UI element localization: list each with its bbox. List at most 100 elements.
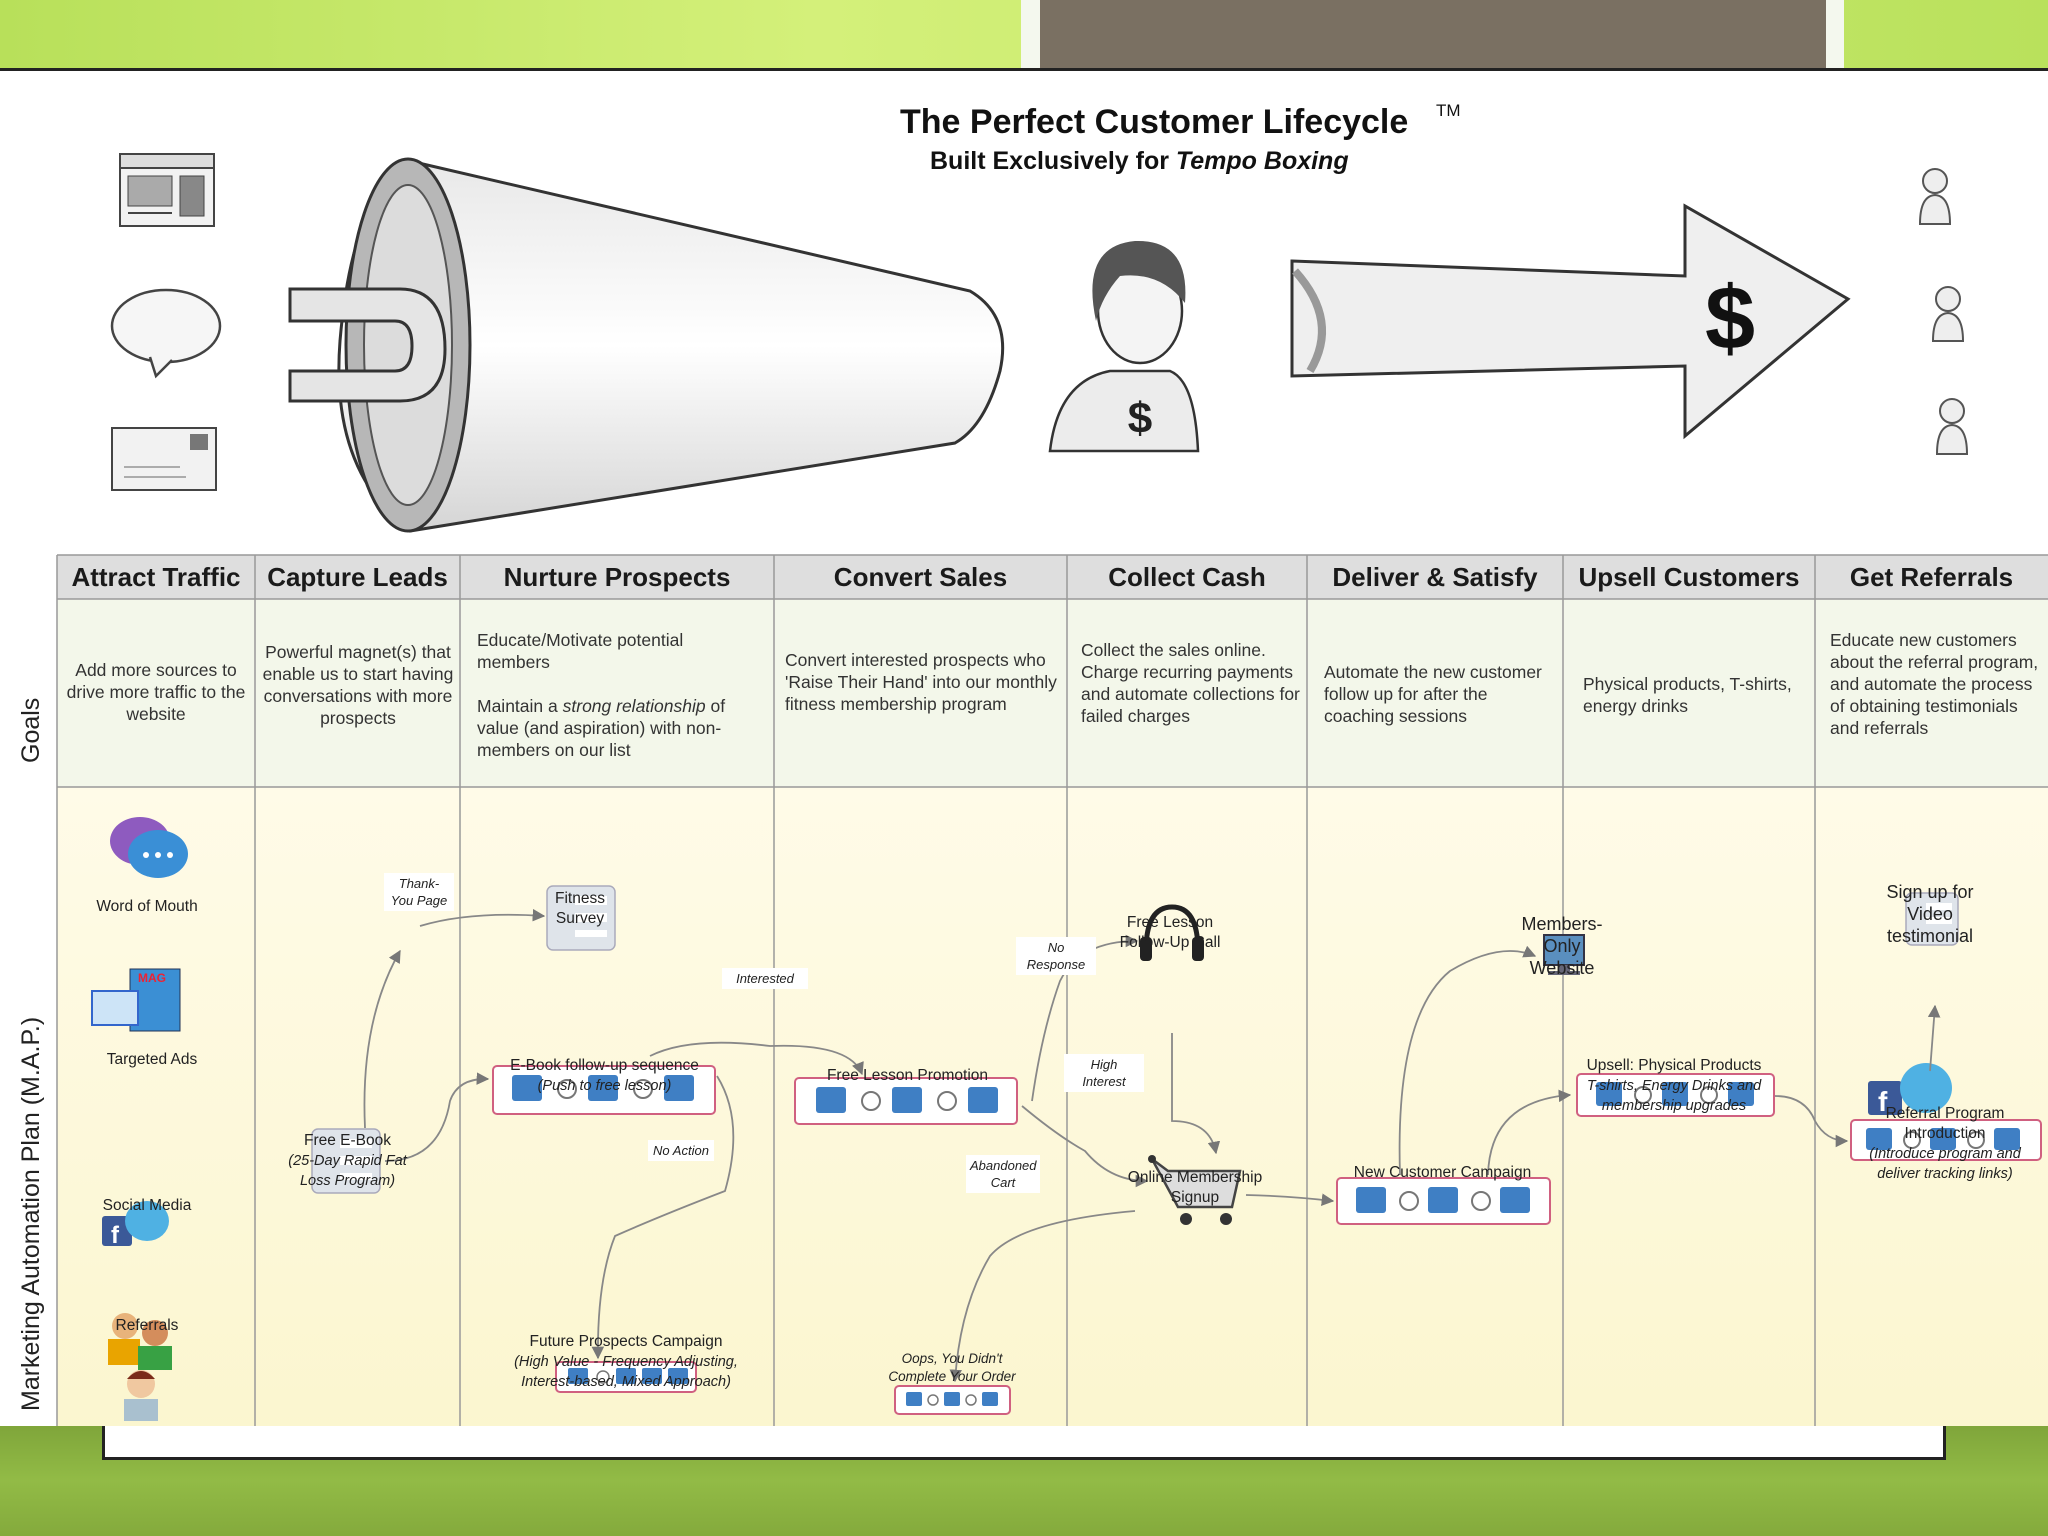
no-action-tag: No Action: [648, 1140, 714, 1161]
social-media-icon: f: [102, 1201, 169, 1249]
table-grid: [56, 554, 2048, 1426]
fitness-survey-label: Fitness Survey: [555, 890, 605, 927]
future-prospects-subtitle: (High Value - Frequency Adjusting, Inter…: [514, 1354, 738, 1390]
svg-text:$: $: [1128, 394, 1152, 443]
upsell-email-sequence: [1576, 1073, 1775, 1117]
free-ebook-title: Free E-Book: [303, 1132, 391, 1149]
free-lesson-email-sequence: [794, 1077, 1018, 1125]
svg-text:f: f: [1878, 1086, 1888, 1117]
followup-call-label: Free Lesson Follow-Up Call: [1119, 914, 1221, 951]
referral-email-sequence: [1850, 1119, 2042, 1161]
signup-label: Online Membership Signup: [1127, 1169, 1263, 1206]
goal-nurture-1: Educate/Motivate potential members: [477, 630, 684, 672]
upsell-subtitle: T-shirts, Energy Drinks and membership u…: [1586, 1078, 1762, 1114]
referrals-label: Referrals: [115, 1317, 179, 1334]
goal-nurture-2b: strong relationship: [562, 696, 706, 716]
shopping-cart-icon: [1148, 1155, 1242, 1225]
browser-window-icon: [119, 153, 215, 227]
person-icon: [1931, 286, 1965, 342]
svg-text:f: f: [111, 1222, 120, 1249]
column-header-referrals: Get Referrals: [1849, 562, 2014, 592]
goal-deliver: Automate the new customer follow up for …: [1324, 662, 1542, 726]
flow-arrows: [363, 908, 1941, 1383]
background-divider: [1826, 0, 1844, 68]
abandoned-cart-tag: Abandoned Cart: [966, 1155, 1040, 1193]
no-response-tag: No Response: [1016, 937, 1096, 975]
diagram-graphics: $ $: [56, 153, 2048, 1426]
word-of-mouth-label: Word of Mouth: [96, 898, 198, 915]
lifecycle-slide: $ $: [0, 68, 2048, 1426]
magnet-icon: [288, 287, 447, 403]
mag-label: MAG: [138, 971, 166, 985]
goal-attract: Add more sources to drive more traffic t…: [66, 660, 246, 724]
funnel-icon: [337, 157, 1005, 533]
free-lesson-promo-label: Free Lesson Promotion: [826, 1067, 989, 1084]
ebook-email-sequence: [492, 1065, 716, 1115]
user-avatar-icon: [124, 1370, 158, 1421]
upsell-label: Upsell: Physical Products T-shirts, Ener…: [1568, 1056, 1780, 1116]
title-bar-placeholder: [1040, 0, 1826, 68]
customer-icon: $: [1048, 240, 1200, 453]
dollar-arrow-icon: $: [1290, 203, 1851, 440]
column-header-collect: Collect Cash: [1108, 562, 1266, 592]
ebook-sequence-title: E-Book follow-up sequence: [510, 1057, 699, 1074]
referral-intro-title: Referral Program Introduction: [1885, 1105, 2005, 1142]
goal-nurture-2: Maintain a strong relationship of value …: [477, 695, 767, 761]
svg-text:$: $: [1705, 269, 1755, 369]
diagram-title: The Perfect Customer Lifecycle: [900, 103, 1409, 141]
speech-bubble-icon: [110, 288, 222, 379]
person-icon: [1935, 398, 1969, 455]
subtitle-brand: Tempo Boxing: [1175, 147, 1349, 175]
goal-nurture-2a: Maintain a: [477, 696, 558, 716]
video-testimonial-label: Sign up for Video testimonial: [1886, 882, 1974, 946]
row-label-map: Marketing Automation Plan (M.A.P.): [17, 1016, 45, 1411]
oops-label: Oops, You Didn't Complete Your Order: [888, 1351, 1016, 1384]
social-media-label: Social Media: [102, 1197, 192, 1214]
upsell-title: Upsell: Physical Products: [1586, 1057, 1762, 1074]
targeted-ads-label: Targeted Ads: [106, 1051, 198, 1068]
word-of-mouth-icon: [110, 817, 188, 878]
new-customer-email-sequence: [1336, 1177, 1551, 1225]
footer-strip: [102, 1426, 1946, 1460]
referral-intro-label: Referral Program Introduction (Introduce…: [1846, 1104, 2044, 1184]
fitness-survey-form-icon: [546, 885, 616, 951]
referrals-icon: [108, 1313, 172, 1370]
twitter-bird-icon: f: [1868, 1063, 1952, 1117]
column-header-convert: Convert Sales: [833, 562, 1008, 592]
goals-row-band: [57, 599, 2048, 787]
goal-capture: Powerful magnet(s) that enable us to sta…: [262, 642, 454, 728]
new-customer-label: New Customer Campaign: [1353, 1164, 1532, 1181]
header-row-band: [57, 555, 2048, 599]
diagram-subtitle: Built Exclusively for Tempo Boxing: [930, 147, 1349, 176]
monitor-icon: [1543, 934, 1585, 975]
free-ebook-form-icon: [311, 1128, 381, 1194]
thank-you-page-tag: Thank-You Page: [384, 873, 454, 911]
ebook-sequence-subtitle: (Push to free lesson): [537, 1078, 672, 1094]
ebook-sequence-label: E-Book follow-up sequence (Push to free …: [487, 1056, 722, 1096]
goal-upsell: Physical products, T-shirts, energy drin…: [1583, 674, 1792, 716]
oops-email-sequence: [894, 1385, 1011, 1415]
goal-convert: Convert interested prospects who 'Raise …: [785, 650, 1057, 714]
subtitle-prefix: Built Exclusively for: [930, 147, 1169, 175]
background-divider: [1021, 0, 1040, 68]
goal-nurture-2c: of value (and aspiration) with non-membe…: [477, 696, 726, 760]
column-header-upsell: Upsell Customers: [1578, 562, 1800, 592]
future-prospects-email-sequence: [555, 1361, 697, 1393]
referral-intro-subtitle: (Introduce program and deliver tracking …: [1869, 1146, 2021, 1182]
column-header-deliver: Deliver & Satisfy: [1332, 562, 1538, 592]
high-interest-tag: High Interest: [1064, 1054, 1144, 1092]
person-icon: [1918, 168, 1952, 225]
free-ebook-subtitle: (25-Day Rapid Fat Loss Program): [288, 1153, 407, 1189]
free-ebook-label: Free E-Book (25-Day Rapid Fat Loss Progr…: [275, 1131, 420, 1191]
column-header-attract: Attract Traffic: [71, 562, 241, 592]
trademark-mark: TM: [1436, 101, 1461, 120]
video-testimonial-form-icon: [1905, 892, 1959, 946]
goal-referrals: Educate new customers about the referral…: [1830, 630, 2039, 738]
column-header-nurture: Nurture Prospects: [503, 562, 731, 592]
future-prospects-label: Future Prospects Campaign (High Value - …: [490, 1332, 762, 1392]
goal-collect: Collect the sales online. Charge recurri…: [1081, 640, 1300, 726]
interested-tag: Interested: [722, 968, 808, 989]
row-label-goals: Goals: [17, 697, 45, 763]
column-header-capture: Capture Leads: [267, 562, 448, 592]
members-site-label: Members-Only Website: [1521, 914, 1603, 978]
